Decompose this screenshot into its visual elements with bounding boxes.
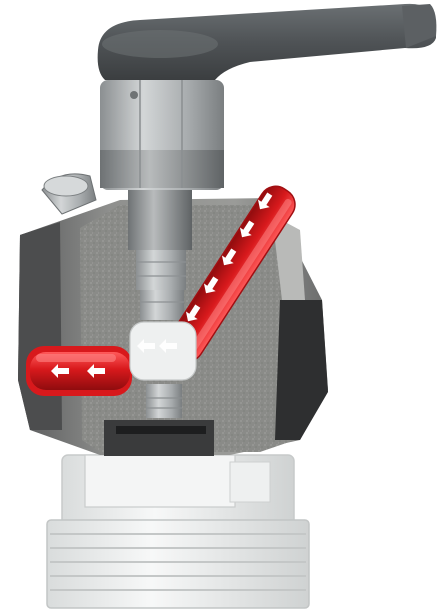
set-screw bbox=[130, 91, 138, 99]
valve-handle bbox=[98, 4, 437, 80]
side-plug bbox=[42, 174, 96, 214]
bonnet bbox=[100, 80, 224, 190]
base-fitting bbox=[47, 455, 309, 608]
outlet-port bbox=[26, 346, 132, 396]
